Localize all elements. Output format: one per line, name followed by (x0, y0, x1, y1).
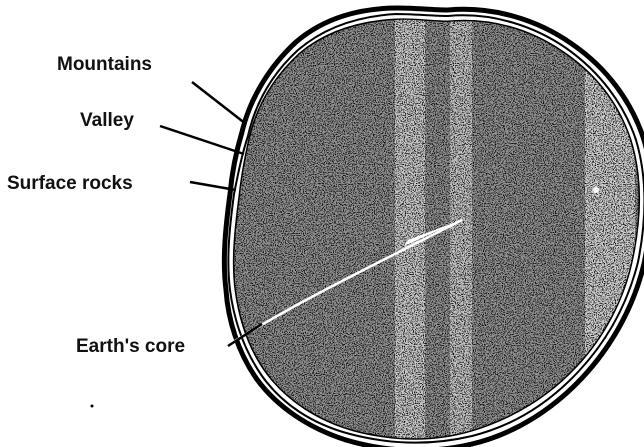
valley-label: Valley (80, 110, 134, 131)
mountains-label: Mountains (57, 54, 152, 75)
valley-leader (160, 126, 244, 154)
stray-dot (91, 405, 94, 408)
surface-rocks-label: Surface rocks (7, 173, 133, 194)
earths-core-label: Earth's core (76, 336, 185, 357)
mountains-leader (192, 82, 246, 124)
surface-highlight (593, 187, 599, 193)
